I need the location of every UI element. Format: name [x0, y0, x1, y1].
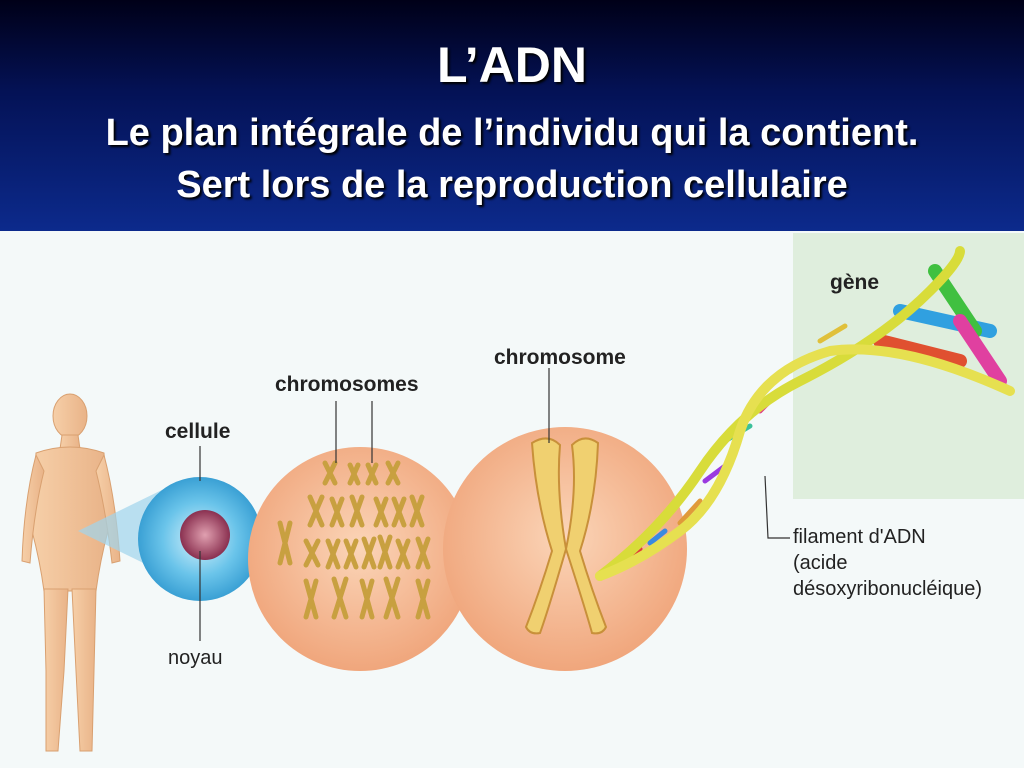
- illustration-canvas: [21, 233, 1024, 752]
- title-banner: L’ADN Le plan intégrale de l’individu qu…: [0, 0, 1024, 231]
- slide-title: L’ADN: [437, 37, 587, 93]
- chromosome-set: [277, 460, 431, 620]
- label-filament-line-2: (acide: [793, 552, 848, 574]
- nucleus: [180, 510, 230, 560]
- dna-helix: [595, 246, 1015, 581]
- chromosome-x: [524, 437, 608, 635]
- gene-segments: [873, 264, 1007, 388]
- label-chromosome: chromosome: [494, 346, 626, 369]
- leader-lines: [199, 368, 790, 641]
- slide-subtitle-line-1: Le plan intégrale de l’individu qui la c…: [105, 112, 919, 154]
- label-gene: gène: [830, 271, 880, 294]
- slide-subtitle-line-2: Sert lors de la reproduction cellulaire: [176, 164, 848, 206]
- label-filament-line-1: filament d'ADN: [793, 526, 926, 548]
- human-figure: [21, 393, 121, 752]
- dna-illustration: cellule noyau chromosomes chromosome gèn…: [0, 231, 1024, 768]
- label-noyau: noyau: [168, 647, 223, 669]
- label-filament-line-3: désoxyribonucléique): [793, 578, 983, 600]
- label-cellule: cellule: [165, 420, 231, 443]
- label-chromosomes: chromosomes: [275, 373, 419, 396]
